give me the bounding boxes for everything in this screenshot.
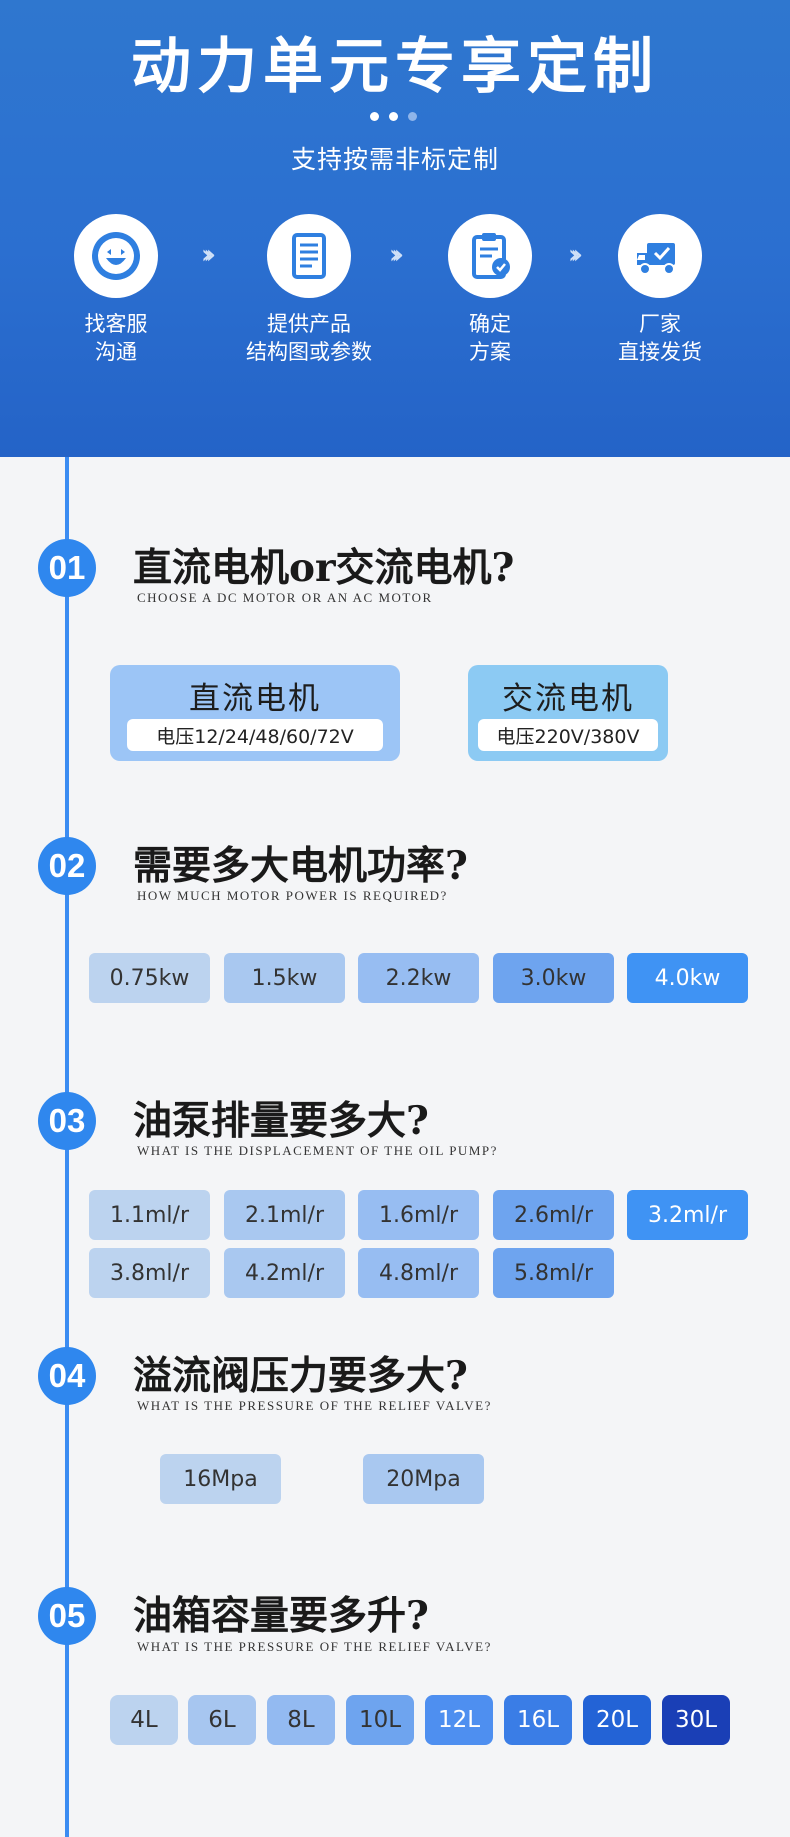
section-number-badge: 04 <box>38 1347 96 1405</box>
document-scroll-icon <box>292 233 326 279</box>
tank-option[interactable]: 16L <box>504 1695 572 1745</box>
clipboard-check-icon <box>472 233 510 279</box>
section-title: 溢流阀压力要多大? <box>133 1353 468 1399</box>
displacement-option[interactable]: 4.8ml/r <box>358 1248 479 1298</box>
dc-motor-option[interactable]: 直流电机 电压12/24/48/60/72V <box>110 665 400 761</box>
motor-voltage: 电压220V/380V <box>478 719 658 751</box>
pressure-option[interactable]: 16Mpa <box>160 1454 281 1504</box>
chevrons-right-icon: ››› <box>201 240 216 270</box>
section-subtitle: WHAT IS THE PRESSURE OF THE RELIEF VALVE… <box>137 1398 492 1413</box>
section-number-badge: 01 <box>38 539 96 597</box>
section-title: 油箱容量要多升? <box>133 1593 429 1639</box>
step-label: 提供产品 结构图或参数 <box>246 312 372 364</box>
displacement-option[interactable]: 2.1ml/r <box>224 1190 345 1240</box>
power-option[interactable]: 0.75kw <box>89 953 210 1003</box>
step-provide-drawing: 提供产品 结构图或参数 <box>209 214 409 366</box>
displacement-option[interactable]: 5.8ml/r <box>493 1248 614 1298</box>
delivery-truck-icon <box>637 243 675 275</box>
motor-name: 交流电机 <box>502 681 634 717</box>
section-title: 直流电机or交流电机? <box>133 545 515 591</box>
tank-option[interactable]: 4L <box>110 1695 178 1745</box>
power-option[interactable]: 2.2kw <box>358 953 479 1003</box>
step-factory-shipping: 厂家 直接发货 <box>560 214 760 366</box>
pressure-option[interactable]: 20Mpa <box>363 1454 484 1504</box>
section-title: 需要多大电机功率? <box>133 843 468 889</box>
section-subtitle: CHOOSE A DC MOTOR OR AN AC MOTOR <box>137 590 433 605</box>
hero-title: 动力单元专享定制 <box>131 32 659 102</box>
step-label: 确定 方案 <box>469 312 511 364</box>
section-number-badge: 05 <box>38 1587 96 1645</box>
tank-option[interactable]: 10L <box>346 1695 414 1745</box>
power-option[interactable]: 3.0kw <box>493 953 614 1003</box>
displacement-option[interactable]: 2.6ml/r <box>493 1190 614 1240</box>
tank-option[interactable]: 6L <box>188 1695 256 1745</box>
power-option[interactable]: 1.5kw <box>224 953 345 1003</box>
power-option[interactable]: 4.0kw <box>627 953 748 1003</box>
motor-voltage: 电压12/24/48/60/72V <box>127 719 383 751</box>
step-label: 找客服 沟通 <box>84 312 148 364</box>
displacement-option[interactable]: 1.6ml/r <box>358 1190 479 1240</box>
displacement-option[interactable]: 3.8ml/r <box>89 1248 210 1298</box>
step-contact-service: 找客服 沟通 <box>16 214 216 366</box>
displacement-option[interactable]: 3.2ml/r <box>627 1190 748 1240</box>
step-label: 厂家 直接发货 <box>618 312 702 364</box>
displacement-option[interactable]: 4.2ml/r <box>224 1248 345 1298</box>
displacement-option[interactable]: 1.1ml/r <box>89 1190 210 1240</box>
section-number-badge: 02 <box>38 837 96 895</box>
hero-subtitle: 支持按需非标定制 <box>290 145 499 174</box>
section-number-badge: 03 <box>38 1092 96 1150</box>
hero-banner: 动力单元专享定制 支持按需非标定制 找客服 沟通 ››› 提 <box>0 0 790 457</box>
tank-option[interactable]: 12L <box>425 1695 493 1745</box>
step-confirm-plan: 确定 方案 <box>390 214 590 366</box>
section-subtitle: WHAT IS THE PRESSURE OF THE RELIEF VALVE… <box>137 1639 492 1654</box>
section-subtitle: WHAT IS THE DISPLACEMENT OF THE OIL PUMP… <box>137 1143 498 1158</box>
tank-option[interactable]: 30L <box>662 1695 730 1745</box>
smiley-face-icon <box>92 232 140 280</box>
ac-motor-option[interactable]: 交流电机 电压220V/380V <box>468 665 668 761</box>
tank-option[interactable]: 8L <box>267 1695 335 1745</box>
motor-name: 直流电机 <box>189 681 321 717</box>
section-title: 油泵排量要多大? <box>133 1098 429 1144</box>
carousel-dots <box>370 112 420 124</box>
tank-option[interactable]: 20L <box>583 1695 651 1745</box>
section-subtitle: HOW MUCH MOTOR POWER IS REQUIRED? <box>137 888 448 903</box>
